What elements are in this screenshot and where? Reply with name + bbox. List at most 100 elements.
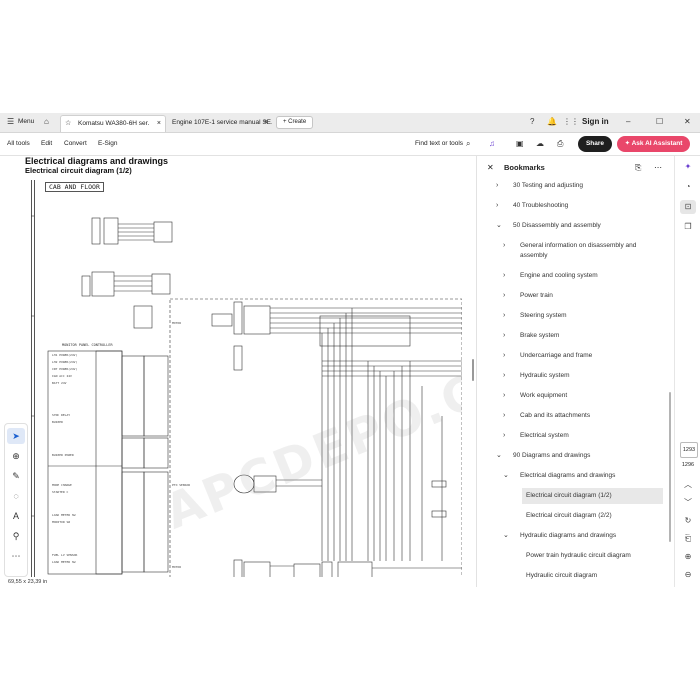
bookmark-engine-cooling[interactable]: ›Engine and cooling system bbox=[503, 272, 598, 279]
document-scrollbar[interactable] bbox=[472, 359, 474, 381]
search-icon[interactable]: ⌕ bbox=[466, 139, 471, 148]
minimize-icon[interactable]: – bbox=[626, 117, 631, 126]
chevron-right-icon[interactable]: › bbox=[503, 312, 506, 319]
select-tool-icon[interactable]: ➤ bbox=[7, 428, 25, 444]
acrobat-icon[interactable]: ♫ bbox=[489, 139, 495, 148]
share-button[interactable]: Share bbox=[578, 136, 612, 152]
bookmark-hydraulic-diagrams[interactable]: ⌄Hydraulic diagrams and drawings bbox=[503, 532, 617, 539]
lasso-tool-icon[interactable]: ◌ bbox=[13, 491, 19, 501]
bookmark-electrical-diagrams[interactable]: ⌄Electrical diagrams and drawings bbox=[503, 472, 616, 479]
home-icon[interactable]: ⌂ bbox=[44, 117, 49, 126]
current-page-input[interactable]: 1293 bbox=[680, 442, 698, 458]
chevron-right-icon[interactable]: › bbox=[496, 202, 499, 209]
bookmark-power-train[interactable]: ›Power train bbox=[503, 292, 553, 299]
chevron-down-icon[interactable]: ⌄ bbox=[496, 222, 502, 229]
add-bookmark-icon[interactable]: ⎘ bbox=[635, 163, 642, 172]
chevron-down-icon[interactable]: ﹀ bbox=[684, 498, 692, 507]
bookmarks-icon[interactable]: ⊡ bbox=[680, 200, 696, 214]
stamp-tool-icon[interactable]: ⚲ bbox=[12, 531, 20, 541]
svg-text:BATT 24V: BATT 24V bbox=[52, 381, 67, 385]
bookmark-brake-system[interactable]: ›Brake system bbox=[503, 332, 560, 339]
chevron-down-icon[interactable]: ⌄ bbox=[503, 472, 509, 479]
bookmark-40-troubleshooting[interactable]: ›40 Troubleshooting bbox=[496, 202, 569, 209]
bookmark-electrical-system[interactable]: ›Electrical system bbox=[503, 432, 569, 439]
rotate-icon[interactable]: ↻ bbox=[684, 516, 692, 525]
ai-assistant-label: Ask AI Assistant bbox=[631, 140, 683, 147]
chevron-down-icon[interactable]: ⌄ bbox=[503, 532, 509, 539]
chevron-right-icon[interactable]: › bbox=[503, 332, 506, 339]
svg-text:CNT POWER(24V): CNT POWER(24V) bbox=[52, 367, 77, 371]
chevron-up-icon[interactable]: ︿ bbox=[684, 480, 692, 489]
close-panel-icon[interactable]: ✕ bbox=[487, 163, 494, 172]
svg-text:LH1 POWER(24V): LH1 POWER(24V) bbox=[52, 353, 77, 357]
page-frame-rule bbox=[31, 180, 35, 577]
zoom-tool-icon[interactable]: ⊕ bbox=[12, 451, 20, 461]
section-label: CAB AND FLOOR bbox=[45, 182, 104, 192]
bookmark-work-equipment[interactable]: ›Work equipment bbox=[503, 392, 568, 399]
pages-icon[interactable]: ❐ bbox=[684, 222, 692, 231]
chevron-right-icon[interactable]: › bbox=[503, 372, 506, 379]
bookmark-electrical-circuit-1[interactable]: Electrical circuit diagram (1/2) bbox=[522, 488, 663, 504]
menu-all-tools[interactable]: All tools bbox=[7, 140, 30, 147]
menu-e-sign[interactable]: E-Sign bbox=[98, 140, 118, 147]
extract-page-icon[interactable]: ⎗ bbox=[684, 534, 692, 543]
help-icon[interactable]: ? bbox=[530, 117, 535, 126]
ai-chat-icon[interactable]: ✦ bbox=[684, 162, 692, 171]
comments-icon[interactable]: ◔ bbox=[685, 182, 691, 191]
svg-text:SYNC RELAY: SYNC RELAY bbox=[52, 413, 70, 417]
chevron-right-icon[interactable]: › bbox=[496, 182, 499, 189]
find-text-or-tools[interactable]: Find text or tools bbox=[415, 140, 464, 147]
bookmark-steering-system[interactable]: ›Steering system bbox=[503, 312, 567, 319]
more-tools-icon[interactable]: ⋯ bbox=[11, 551, 21, 561]
maximize-icon[interactable]: ☐ bbox=[656, 117, 664, 126]
bookmark-electrical-circuit-2[interactable]: Electrical circuit diagram (2/2) bbox=[526, 512, 612, 519]
hamburger-menu-icon[interactable]: ☰ bbox=[7, 117, 15, 126]
bookmark-hydraulic-system[interactable]: ›Hydraulic system bbox=[503, 372, 570, 379]
bookmark-30-testing[interactable]: ›30 Testing and adjusting bbox=[496, 182, 583, 189]
sign-in-button[interactable]: Sign in bbox=[582, 117, 609, 126]
svg-text:MOTOR: MOTOR bbox=[172, 565, 181, 569]
chevron-down-icon[interactable]: ⌄ bbox=[496, 452, 502, 459]
apps-grid-icon[interactable]: ⋮⋮ bbox=[563, 117, 579, 126]
chevron-right-icon[interactable]: › bbox=[503, 352, 506, 359]
bookmark-power-train-hydraulic[interactable]: Power train hydraulic circuit diagram bbox=[526, 552, 631, 559]
chevron-right-icon[interactable]: › bbox=[503, 242, 506, 249]
menu-edit[interactable]: Edit bbox=[41, 140, 53, 147]
chevron-right-icon[interactable]: › bbox=[503, 272, 506, 279]
tab-komatsu[interactable]: ☆ Komatsu WA380-6H ser. × bbox=[60, 115, 166, 132]
bookmark-hydraulic-circuit[interactable]: Hydraulic circuit diagram bbox=[526, 572, 598, 579]
bookmark-90-diagrams[interactable]: ⌄90 Diagrams and drawings bbox=[496, 452, 591, 459]
close-tab-icon[interactable]: × bbox=[156, 120, 161, 127]
text-tool-icon[interactable]: A bbox=[12, 511, 19, 521]
notifications-icon[interactable]: 🔔 bbox=[547, 117, 557, 126]
document-page[interactable]: Electrical diagrams and drawings Electri… bbox=[22, 156, 462, 577]
menu-button[interactable]: Menu bbox=[18, 118, 35, 125]
bookmark-undercarriage-frame[interactable]: ›Undercarriage and frame bbox=[503, 352, 593, 359]
ask-ai-assistant-button[interactable]: ✦ Ask AI Assistant bbox=[617, 136, 690, 152]
pen-tool-icon[interactable]: ✎ bbox=[12, 471, 20, 481]
more-options-icon[interactable]: ⋯ bbox=[654, 163, 662, 172]
tab-engine-manual[interactable]: Engine 107E-1 service manual SE.. × bbox=[168, 115, 272, 131]
chevron-right-icon[interactable]: › bbox=[503, 412, 506, 419]
svg-text:LH2 POWER(24V): LH2 POWER(24V) bbox=[52, 360, 77, 364]
electrical-circuit-diagram: LH1 POWER(24V) LH2 POWER(24V) CNT POWER(… bbox=[31, 215, 462, 577]
zoom-in-icon[interactable]: ⊕ bbox=[684, 552, 692, 561]
chevron-right-icon[interactable]: › bbox=[503, 292, 506, 299]
print-icon[interactable]: ⎙ bbox=[557, 139, 564, 148]
star-icon[interactable]: ☆ bbox=[65, 120, 72, 127]
svg-text:IGN ACC 24V: IGN ACC 24V bbox=[52, 374, 72, 378]
chevron-right-icon[interactable]: › bbox=[503, 432, 506, 439]
save-icon[interactable]: ▣ bbox=[516, 139, 524, 148]
menu-convert[interactable]: Convert bbox=[64, 140, 87, 147]
close-tab-icon[interactable]: × bbox=[263, 119, 268, 126]
close-window-icon[interactable]: ✕ bbox=[684, 117, 691, 126]
bookmarks-scrollbar[interactable] bbox=[669, 392, 671, 542]
right-rail: ✦ ◔ ⊡ ❐ 1293 1296 ︿ ﹀ ↻ ⎗ ⊕ ⊖ bbox=[674, 156, 700, 587]
cloud-upload-icon[interactable]: ☁ bbox=[536, 139, 544, 148]
bookmark-cab-attachments[interactable]: ›Cab and its attachments bbox=[503, 412, 591, 419]
create-button[interactable]: + Create bbox=[276, 116, 314, 129]
chevron-right-icon[interactable]: › bbox=[503, 392, 506, 399]
bookmark-50-disassembly[interactable]: ⌄50 Disassembly and assembly bbox=[496, 222, 601, 229]
zoom-out-icon[interactable]: ⊖ bbox=[684, 570, 692, 579]
